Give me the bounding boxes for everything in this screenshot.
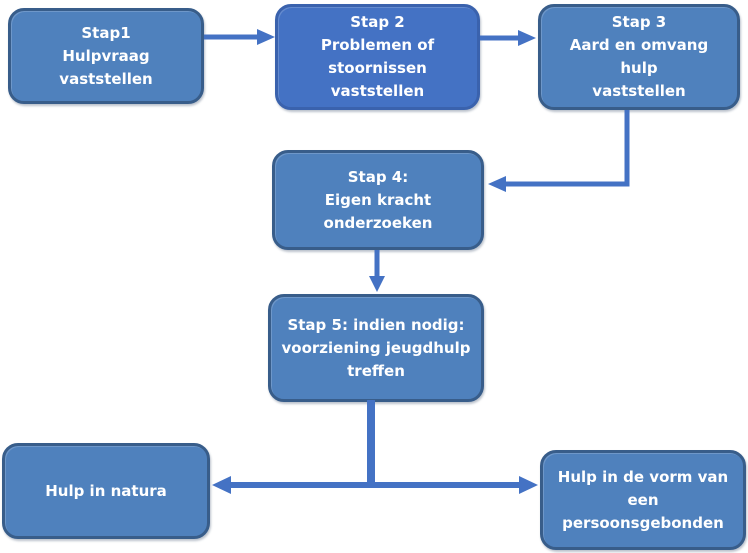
arrow-stap5-to-natura xyxy=(212,476,371,494)
arrow-stap3-to-stap4 xyxy=(488,110,630,192)
node-hulp-in-natura: Hulp in natura xyxy=(2,443,210,539)
node-stap4: Stap 4: Eigen kracht onderzoeken xyxy=(272,150,484,250)
node-stap2: Stap 2 Problemen of stoornissen vaststel… xyxy=(275,4,480,110)
arrow-stap1-to-stap2 xyxy=(204,29,275,45)
node-stap1: Stap1 Hulpvraag vaststellen xyxy=(8,8,204,104)
arrow-stap5-to-pgb xyxy=(371,476,538,494)
node-stap5: Stap 5: indien nodig: voorziening jeugdh… xyxy=(268,294,484,402)
node-stap3: Stap 3 Aard en omvang hulp vaststellen xyxy=(538,4,740,110)
arrow-stap4-to-stap5 xyxy=(369,250,385,292)
node-persoonsgebonden-budget: Hulp in de vorm van een persoonsgebonden xyxy=(540,450,746,550)
arrow-stap2-to-stap3 xyxy=(480,30,536,46)
